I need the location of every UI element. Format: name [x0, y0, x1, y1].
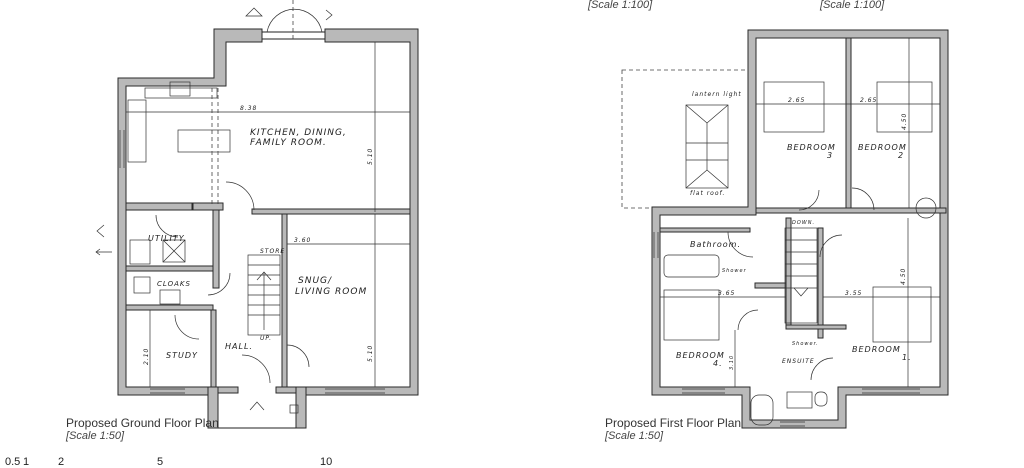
scale-bar-label: 0.5 — [5, 456, 21, 468]
room-label-bedroom-4: 4. — [713, 359, 723, 368]
scale-bar-label: 1 — [23, 456, 30, 468]
ground-floor-scale: [Scale 1:50] — [66, 430, 125, 442]
dimension-label: 3.10 — [729, 355, 735, 370]
dimension-label: 8.38 — [240, 105, 257, 112]
room-label-ensuite: ENSUITE — [782, 358, 815, 365]
first-outer-wall — [651, 29, 949, 429]
room-label-study: STUDY — [166, 351, 198, 360]
room-label-hall: HALL. — [225, 342, 253, 351]
first-floor-caption: Proposed First Floor Plan [Scale 1:50] — [605, 417, 741, 442]
first-floor-scale: [Scale 1:50] — [605, 430, 664, 442]
room-label-bedroom-1: 1. — [902, 353, 912, 362]
dimension-label: 4.50 — [901, 113, 908, 130]
dimension-label: 3.60 — [294, 237, 311, 244]
scale-bar-label: 2 — [58, 456, 65, 468]
shower-label: Shower — [722, 268, 747, 274]
room-label-bedroom-4: BEDROOM — [676, 351, 725, 360]
dimension-label: 2.65 — [860, 97, 877, 104]
shower-label: Shower. — [792, 341, 819, 347]
room-label-bedroom-1: BEDROOM — [852, 345, 901, 354]
room-label-cloaks: CLOAKS — [157, 280, 191, 288]
top-scale-label: [Scale 1:100] — [820, 0, 885, 11]
room-label-snug: LIVING ROOM — [295, 287, 367, 297]
dimension-label: 2.65 — [788, 97, 805, 104]
lantern-light-label: lantern light — [692, 91, 742, 98]
room-label-snug: SNUG/ — [298, 276, 332, 286]
porch-wall — [295, 386, 307, 429]
room-label-bedroom-2: BEDROOM — [858, 143, 907, 152]
first-floor-title: Proposed First Floor Plan — [605, 416, 742, 430]
room-label-kitchen: FAMILY ROOM. — [250, 138, 327, 148]
first-floor-plan: lantern light flat roof. BEDROOM 3 BEDRO… — [621, 29, 949, 429]
dimension-label: 5.10 — [367, 148, 374, 165]
dimension-label: 2.10 — [143, 348, 150, 365]
scale-bar-label: 5 — [157, 456, 164, 468]
dimension-label: 3.55 — [845, 290, 862, 297]
room-label-kitchen: KITCHEN, DINING, — [250, 128, 347, 138]
room-label-bedroom-2: 2 — [898, 151, 904, 160]
dimension-label: 5.10 — [367, 345, 374, 362]
dimension-label: 4.50 — [900, 268, 907, 285]
top-scale-label: [Scale 1:100] — [588, 0, 653, 11]
scale-bar-label: 10 — [320, 456, 333, 468]
stairs-up-label: UP. — [260, 335, 272, 342]
ground-floor-caption: Proposed Ground Floor Plan [Scale 1:50] — [66, 417, 219, 442]
room-label-store: STORE — [260, 248, 285, 255]
room-label-utility: UTILITY. — [148, 234, 187, 243]
ground-floor-title: Proposed Ground Floor Plan — [66, 416, 219, 430]
dimension-label: 3.65 — [718, 290, 735, 297]
stairs-down-label: DOWN. — [792, 220, 815, 226]
ground-floor-plan: KITCHEN, DINING, FAMILY ROOM. UTILITY. C… — [95, 0, 419, 429]
flat-roof-label: flat roof. — [690, 190, 725, 197]
room-label-bedroom-3: 3 — [827, 151, 833, 160]
room-label-bathroom: Bathroom. — [690, 240, 741, 249]
room-label-bedroom-3: BEDROOM — [787, 143, 836, 152]
